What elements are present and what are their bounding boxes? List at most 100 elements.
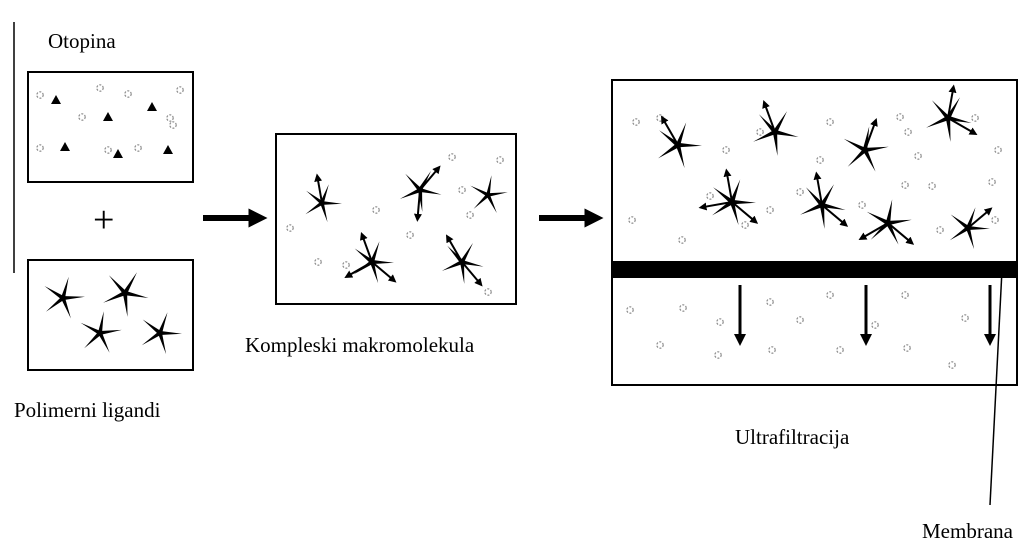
metal-ion bbox=[706, 192, 714, 200]
binding-arrow bbox=[661, 115, 679, 146]
binding-arrow bbox=[947, 117, 978, 135]
polymer-ligand-star bbox=[658, 122, 702, 169]
metal-ion-triangle bbox=[60, 142, 70, 151]
metal-ion bbox=[914, 152, 922, 160]
metal-ion bbox=[466, 211, 474, 219]
binding-arrow bbox=[887, 222, 915, 245]
metal-ion bbox=[901, 181, 909, 189]
metal-ion bbox=[496, 156, 504, 164]
metal-ion-triangle bbox=[147, 102, 157, 111]
metal-ion bbox=[928, 182, 936, 190]
polymer-ligand-star bbox=[712, 179, 756, 226]
polymer-ligand-star bbox=[103, 272, 149, 317]
metal-ion bbox=[871, 321, 879, 329]
plus-sign: + bbox=[93, 199, 114, 241]
metal-ion bbox=[796, 316, 804, 324]
binding-arrow bbox=[371, 261, 397, 283]
metal-ion bbox=[766, 298, 774, 306]
metal-ion bbox=[903, 344, 911, 352]
binding-arrow bbox=[813, 171, 823, 206]
metal-ion bbox=[994, 146, 1002, 154]
metal-ion bbox=[796, 188, 804, 196]
complexes-box bbox=[275, 133, 517, 305]
polymer-ligand-star bbox=[353, 241, 394, 284]
metal-ion bbox=[96, 84, 104, 92]
metal-ion bbox=[169, 121, 177, 129]
metal-ion bbox=[134, 144, 142, 152]
metal-ion bbox=[656, 341, 664, 349]
metal-ion bbox=[124, 90, 132, 98]
metal-ion bbox=[722, 146, 730, 154]
polymer-ligand-star bbox=[866, 199, 912, 245]
polymer-ligands-box bbox=[27, 259, 194, 371]
metal-ion bbox=[628, 216, 636, 224]
binding-arrow bbox=[967, 207, 993, 229]
polymer-ligand-star bbox=[470, 175, 508, 213]
binding-arrow bbox=[445, 234, 463, 263]
metal-ion-triangle bbox=[51, 95, 61, 104]
metal-ion bbox=[342, 261, 350, 269]
metal-ion bbox=[314, 258, 322, 266]
metal-ion bbox=[372, 206, 380, 214]
polymer-ligand-star bbox=[44, 276, 85, 319]
metal-ion bbox=[904, 128, 912, 136]
metal-ion bbox=[858, 201, 866, 209]
membrane-label: Membrana bbox=[922, 519, 1014, 543]
solution-label: Otopina bbox=[48, 29, 116, 53]
binding-arrow bbox=[698, 201, 733, 211]
metal-ion bbox=[988, 178, 996, 186]
metal-ion bbox=[448, 153, 456, 161]
polymer-ligand-star bbox=[949, 207, 990, 250]
binding-arrow bbox=[344, 261, 373, 279]
binding-arrow bbox=[314, 173, 323, 204]
binding-arrow bbox=[947, 84, 957, 119]
metal-ion bbox=[768, 346, 776, 354]
metal-ion bbox=[714, 351, 722, 359]
metal-ion bbox=[948, 361, 956, 369]
metal-ion bbox=[756, 128, 764, 136]
polymer-ligand-star bbox=[80, 311, 122, 353]
metal-ion bbox=[406, 231, 414, 239]
metal-ion bbox=[971, 114, 979, 122]
binding-arrow bbox=[723, 168, 733, 203]
metal-ion bbox=[679, 304, 687, 312]
binding-arrow bbox=[858, 222, 889, 240]
metal-ion bbox=[286, 224, 294, 232]
metal-ion bbox=[626, 306, 634, 314]
metal-ion bbox=[176, 86, 184, 94]
metal-ion bbox=[656, 114, 664, 122]
polymer-ligand-star bbox=[141, 312, 182, 355]
metal-ion bbox=[901, 291, 909, 299]
metal-ion bbox=[826, 291, 834, 299]
metal-ion bbox=[991, 216, 999, 224]
metal-ion bbox=[458, 186, 466, 194]
binding-arrow bbox=[360, 231, 373, 263]
binding-arrow bbox=[731, 201, 759, 224]
metal-ion bbox=[104, 146, 112, 154]
binding-arrow bbox=[419, 165, 441, 191]
membrane-bar bbox=[612, 261, 1017, 278]
metal-ion bbox=[836, 346, 844, 354]
metal-ion bbox=[826, 118, 834, 126]
binding-arrow bbox=[821, 204, 849, 227]
membrane-leader-line bbox=[989, 269, 1003, 506]
binding-arrow bbox=[864, 118, 878, 151]
metal-ion bbox=[36, 91, 44, 99]
polymer-ligand-star bbox=[305, 184, 342, 223]
binding-arrow bbox=[413, 189, 422, 222]
metal-ion bbox=[741, 221, 749, 229]
metal-ion-triangle bbox=[103, 112, 113, 121]
polymer-ligands-label: Polimerni ligandi bbox=[14, 398, 161, 422]
polymer-ligand-star bbox=[753, 111, 799, 156]
metal-ion bbox=[632, 118, 640, 126]
metal-ion bbox=[36, 144, 44, 152]
metal-ion bbox=[716, 318, 724, 326]
metal-ion bbox=[678, 236, 686, 244]
metal-ion bbox=[766, 206, 774, 214]
metal-ion bbox=[78, 113, 86, 121]
metal-ion bbox=[961, 314, 969, 322]
metal-ion bbox=[816, 156, 824, 164]
metal-ion-triangle bbox=[113, 149, 123, 158]
metal-ion bbox=[936, 226, 944, 234]
binding-arrow bbox=[762, 100, 776, 133]
